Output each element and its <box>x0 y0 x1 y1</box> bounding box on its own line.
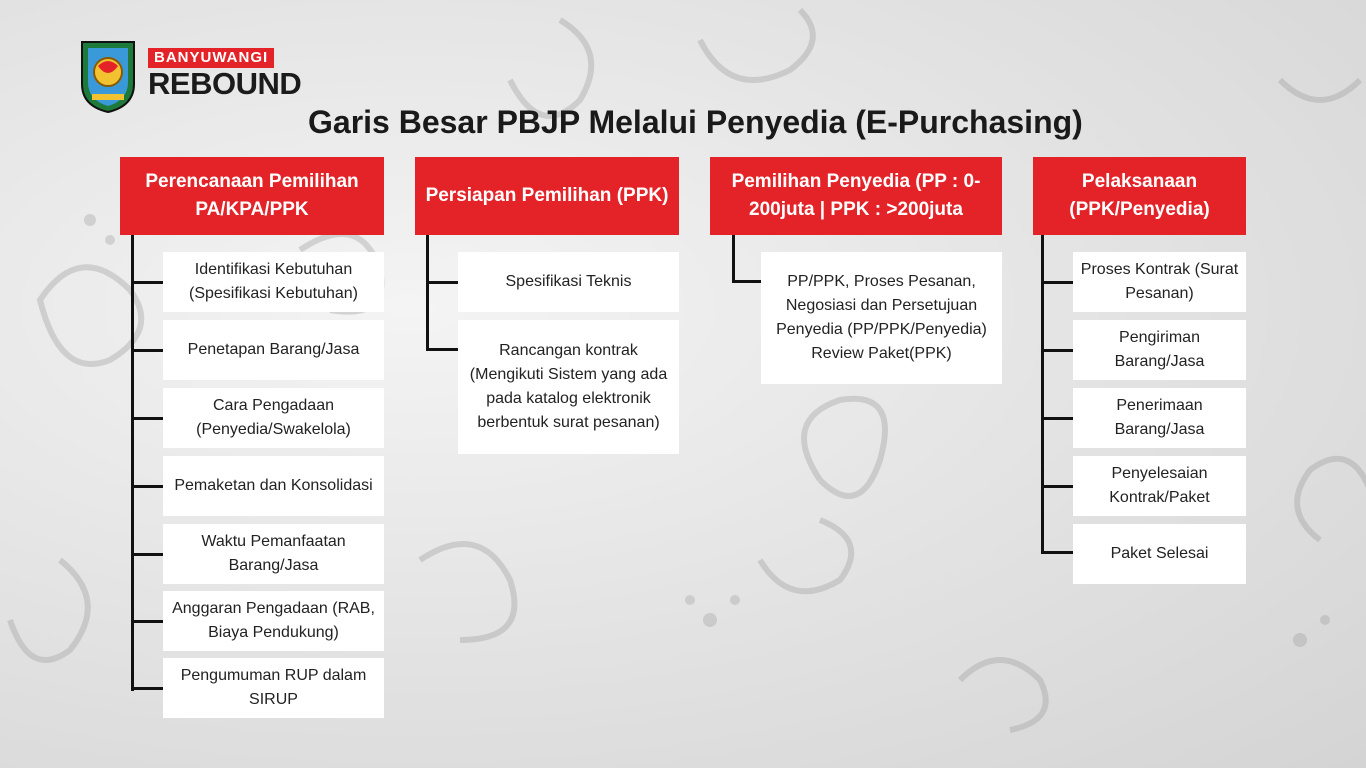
step-identifikasi-kebutuhan: Identifikasi Kebutuhan (Spesifikasi Kebu… <box>163 252 384 312</box>
step-pemaketan-konsolidasi: Pemaketan dan Konsolidasi <box>163 456 384 516</box>
phase-header-pelaksanaan: Pelaksanaan (PPK/Penyedia) <box>1033 157 1246 235</box>
connector-branch <box>131 349 163 352</box>
step-penetapan-barang-jasa: Penetapan Barang/Jasa <box>163 320 384 380</box>
step-waktu-pemanfaatan: Waktu Pemanfaatan Barang/Jasa <box>163 524 384 584</box>
step-rancangan-kontrak: Rancangan kontrak (Mengikuti Sistem yang… <box>458 320 679 454</box>
step-penyelesaian: Penyelesaian Kontrak/Paket <box>1073 456 1246 516</box>
connector-branch <box>131 620 163 623</box>
connector-branch <box>426 281 458 284</box>
phase-header-persiapan: Persiapan Pemilihan (PPK) <box>415 157 679 235</box>
connector-branch <box>1041 551 1073 554</box>
banyuwangi-emblem-logo <box>81 41 135 114</box>
step-proses-pesanan: PP/PPK, Proses Pesanan, Negosiasi dan Pe… <box>761 252 1002 384</box>
connector-branch <box>426 348 458 351</box>
connector-trunk-pemilihan <box>732 235 735 283</box>
connector-branch <box>732 280 761 283</box>
brand-banner-top: BANYUWANGI <box>148 48 275 68</box>
connector-branch <box>131 687 163 690</box>
step-paket-selesai: Paket Selesai <box>1073 524 1246 584</box>
connector-branch <box>131 485 163 488</box>
brand-banner-bottom: REBOUND <box>148 66 302 101</box>
step-pengiriman: Pengiriman Barang/Jasa <box>1073 320 1246 380</box>
connector-branch <box>131 417 163 420</box>
connector-branch <box>1041 485 1073 488</box>
step-proses-kontrak: Proses Kontrak (Surat Pesanan) <box>1073 252 1246 312</box>
phase-header-perencanaan: Perencanaan Pemilihan PA/KPA/PPK <box>120 157 384 235</box>
connector-branch <box>1041 349 1073 352</box>
connector-branch <box>1041 417 1073 420</box>
connector-trunk-persiapan <box>426 235 429 351</box>
connector-trunk-perencanaan <box>131 235 134 691</box>
connector-branch <box>1041 281 1073 284</box>
phase-header-pemilihan-penyedia: Pemilihan Penyedia (PP : 0-200juta | PPK… <box>710 157 1002 235</box>
connector-branch <box>131 553 163 556</box>
step-penerimaan: Penerimaan Barang/Jasa <box>1073 388 1246 448</box>
step-pengumuman-rup: Pengumuman RUP dalam SIRUP <box>163 658 384 718</box>
connector-branch <box>131 281 163 284</box>
page-title: Garis Besar PBJP Melalui Penyedia (E-Pur… <box>308 104 1083 140</box>
step-anggaran-pengadaan: Anggaran Pengadaan (RAB, Biaya Pendukung… <box>163 591 384 651</box>
step-cara-pengadaan: Cara Pengadaan (Penyedia/Swakelola) <box>163 388 384 448</box>
connector-trunk-pelaksanaan <box>1041 235 1044 554</box>
step-spesifikasi-teknis: Spesifikasi Teknis <box>458 252 679 312</box>
